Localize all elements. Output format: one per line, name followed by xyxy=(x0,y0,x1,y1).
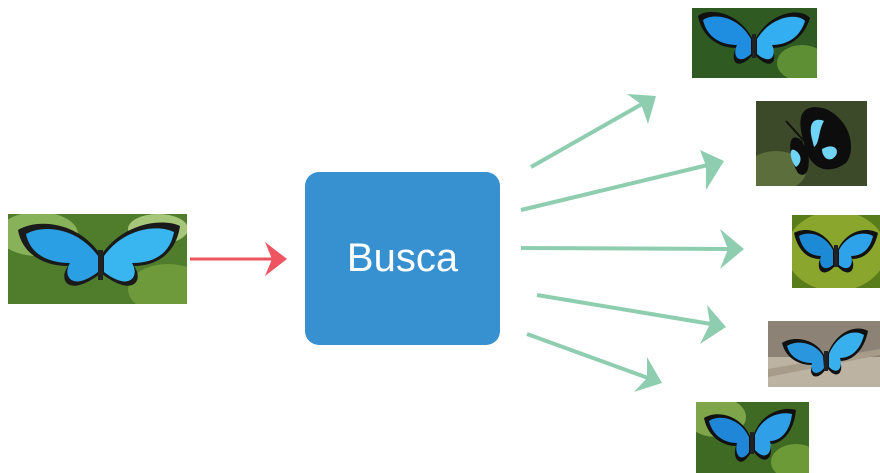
blue-morpho-butterfly-icon xyxy=(792,215,880,288)
result-image-3 xyxy=(792,215,880,288)
result-image-5 xyxy=(696,402,809,473)
blue-morpho-butterfly-icon xyxy=(692,8,817,78)
result-image-1 xyxy=(692,8,817,78)
search-box: Busca xyxy=(305,172,500,345)
search-label: Busca xyxy=(346,236,459,280)
output-arrow-4 xyxy=(536,293,726,344)
input-arrow xyxy=(190,242,287,276)
blue-morpho-butterfly-icon xyxy=(696,402,809,473)
query-image xyxy=(8,214,187,304)
output-arrow-2 xyxy=(520,150,724,212)
blue-morpho-butterfly-icon xyxy=(768,321,880,387)
output-arrow-1 xyxy=(530,94,656,169)
output-arrow-5 xyxy=(526,332,662,392)
blue-swallowtail-butterfly-icon xyxy=(756,101,867,186)
result-image-4 xyxy=(768,321,880,387)
result-image-2 xyxy=(756,101,867,186)
blue-morpho-butterfly-icon xyxy=(8,214,187,304)
output-arrow-3 xyxy=(520,229,744,269)
